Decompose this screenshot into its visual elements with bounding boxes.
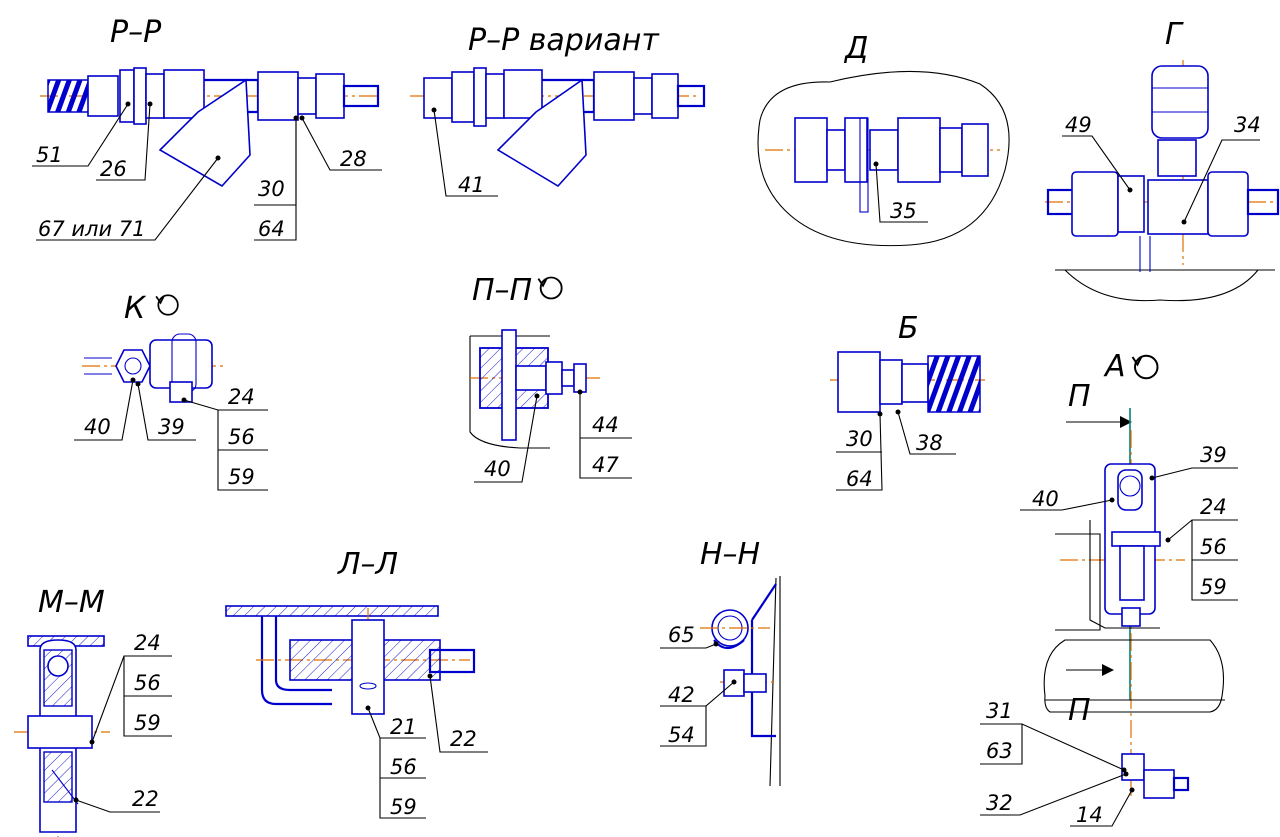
- callout-number: 42: [668, 683, 695, 707]
- rotation-arrow-icon: [537, 276, 563, 300]
- view-title: Б: [898, 311, 919, 346]
- callout-number: 30: [258, 177, 285, 201]
- view-g: Г 49 34: [1045, 17, 1280, 302]
- callout-number: 59: [1200, 575, 1227, 599]
- callout-number: 35: [890, 199, 917, 223]
- arrow-icon: [1102, 664, 1114, 676]
- callout-number: 59: [134, 711, 161, 735]
- callout-number: 54: [668, 723, 695, 747]
- callout-number: 39: [1200, 443, 1227, 467]
- view-title: Л–Л: [337, 547, 398, 582]
- view-rr: Р–Р 51 26 67 или 71 30 64 28: [32, 15, 382, 241]
- corrugated-hose: [47, 79, 91, 113]
- callout-number: 22: [450, 727, 477, 751]
- view-nn: Н–Н 65 42 54: [660, 537, 781, 787]
- view-title: П–П: [472, 273, 532, 308]
- callout-number: 21: [390, 715, 417, 739]
- callout-number: 34: [1234, 113, 1261, 137]
- callout-number: 51: [36, 143, 63, 167]
- callout-number: 41: [458, 173, 485, 197]
- callout-number: 56: [390, 755, 417, 779]
- view-title: А: [1103, 349, 1126, 384]
- view-title: Г: [1165, 17, 1184, 52]
- view-ll: Л–Л 21 22 56 59: [225, 547, 488, 819]
- callout-number: 38: [916, 431, 943, 455]
- callout-number: 32: [986, 791, 1013, 815]
- callout-number: 39: [158, 415, 185, 439]
- view-b: Б 30 38 64: [830, 311, 985, 491]
- corrugated-hose: [927, 355, 981, 413]
- callout-number: 56: [134, 671, 161, 695]
- callout-number: 31: [986, 699, 1013, 723]
- arrow-icon: [1120, 416, 1132, 428]
- view-title: Р–Р: [110, 15, 162, 50]
- callout-number: 64: [258, 217, 285, 241]
- rotation-arrow-icon: [155, 294, 179, 316]
- callout-number: 65: [668, 623, 695, 647]
- callout-number: 67 или 71: [38, 217, 146, 241]
- view-pp: П–П 44 40 47: [469, 273, 632, 483]
- view-a: А П П 39: [980, 349, 1238, 827]
- callout-number: 24: [1200, 495, 1227, 519]
- callout-number: 47: [592, 453, 619, 477]
- view-d: Д 35: [757, 31, 1010, 247]
- callout-number: 24: [134, 631, 161, 655]
- view-rr-variant: Р–Р вариант 41: [410, 23, 706, 197]
- callout-number: 59: [390, 795, 417, 819]
- callout-number: 28: [340, 147, 367, 171]
- callout-number: 49: [1065, 113, 1092, 137]
- view-title: М–М: [38, 585, 105, 620]
- callout-number: 64: [846, 467, 873, 491]
- callout-number: 56: [1200, 535, 1227, 559]
- view-mm: М–М 24 56 59 22: [14, 585, 172, 837]
- view-title: Д: [843, 31, 868, 66]
- callout-number: 59: [228, 465, 255, 489]
- callout-number: 26: [100, 157, 127, 181]
- callout-number: 56: [228, 425, 255, 449]
- callout-number: 14: [1076, 803, 1103, 827]
- callout-number: 40: [84, 415, 111, 439]
- rotation-arrow-icon: [1131, 354, 1159, 380]
- view-title: Н–Н: [700, 537, 760, 572]
- callout-number: 22: [132, 787, 159, 811]
- section-mark: П: [1068, 693, 1091, 728]
- callout-number: 30: [846, 427, 873, 451]
- section-mark: П: [1068, 379, 1091, 414]
- callout-number: 24: [228, 385, 255, 409]
- callout-number: 63: [986, 739, 1013, 763]
- callout-number: 40: [1032, 487, 1059, 511]
- view-title: К: [124, 291, 147, 326]
- callout-number: 40: [484, 457, 511, 481]
- callout-number: 44: [592, 413, 619, 437]
- view-k: К 24 40 39 56 59: [74, 291, 268, 491]
- view-title: Р–Р вариант: [468, 23, 660, 58]
